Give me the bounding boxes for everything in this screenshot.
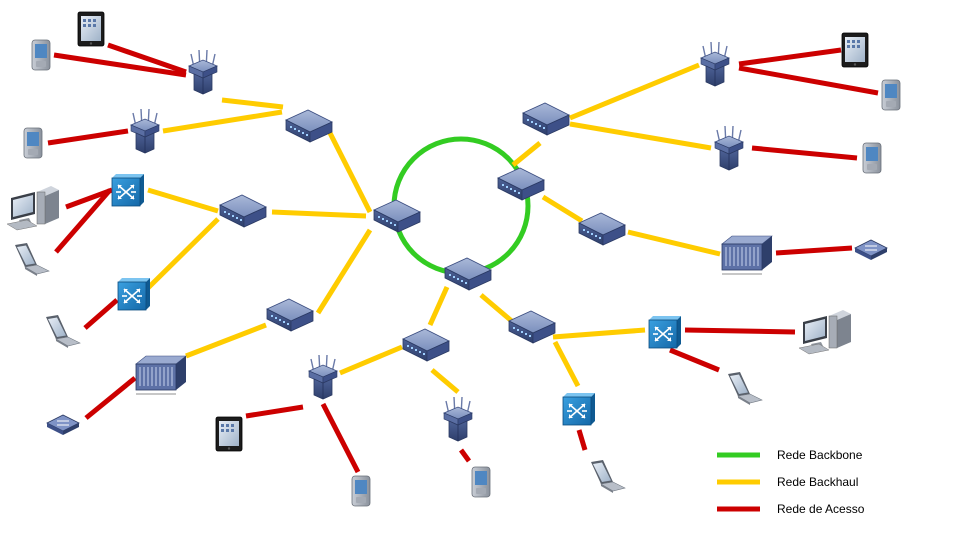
legend-label-backbone: Rede Backbone: [777, 448, 863, 462]
tablet-icon-tablet-1: [77, 11, 105, 47]
laptop-icon-laptop-1: [14, 242, 50, 277]
backhaul-link-agg-7-sw-4: [552, 340, 581, 388]
router-icon-agg-6: [402, 328, 450, 362]
access-link-ap-6-pda-6: [458, 448, 472, 463]
router-icon-agg-2: [219, 194, 267, 228]
access-point-icon-ap-1: [188, 49, 218, 95]
desktop-icon-desktop-1: [6, 185, 60, 231]
access-link-sw-2-laptop-2: [83, 298, 119, 330]
access-point-icon-ap-2: [130, 108, 160, 154]
backbone-ring: [391, 136, 531, 276]
backhaul-link-agg-1-ap-1: [221, 97, 284, 110]
backhaul-link-core-1-agg-1: [327, 131, 373, 214]
desktop-icon-desktop-2: [798, 309, 852, 355]
dslam-icon-dslam-1: [135, 355, 187, 395]
switch-icon-sw-4: [562, 392, 596, 426]
legend-label-backhaul: Rede Backhaul: [777, 475, 858, 489]
switch-icon-sw-2: [117, 277, 151, 311]
router-icon-agg-5: [578, 212, 626, 246]
router-icon-agg-7: [508, 310, 556, 344]
backhaul-link-core-1-agg-3: [315, 228, 373, 315]
tablet-icon-tablet-2: [215, 416, 243, 452]
switch-icon-sw-3: [648, 315, 682, 349]
backhaul-link-core-2-agg-4: [511, 141, 542, 167]
modem-icon-modem-2: [854, 239, 888, 261]
access-link-ap-1-tablet-1: [107, 42, 187, 75]
router-icon-core-2: [497, 167, 545, 201]
access-point-icon-ap-4: [714, 125, 744, 171]
access-link-ap-5-tablet-3: [245, 404, 304, 419]
tablet-icon-tablet-3: [841, 32, 869, 68]
access-link-ap-3-pda-3: [738, 65, 879, 96]
backhaul-link-agg-6-ap-5: [339, 344, 403, 376]
backhaul-link-core-3-agg-6: [427, 285, 450, 327]
access-point-icon-ap-3: [700, 41, 730, 87]
access-point-icon-ap-6: [443, 396, 473, 442]
dslam-icon-dslam-2: [721, 235, 773, 275]
backhaul-link-agg-2-sw-2: [146, 217, 220, 290]
laptop-icon-laptop-2: [45, 314, 81, 349]
access-link-ap-1-pda-1: [53, 52, 187, 78]
backhaul-link-agg-5-dslam-2: [627, 229, 721, 257]
pda-icon-pda-2: [23, 127, 43, 159]
laptop-icon-laptop-3: [727, 371, 763, 406]
backhaul-link-agg-7-sw-3: [552, 327, 646, 340]
laptop-icon-laptop-4: [590, 459, 626, 494]
router-icon-core-3: [444, 257, 492, 291]
pda-icon-pda-6: [862, 142, 882, 174]
modem-icon-modem-1: [46, 414, 80, 436]
access-link-sw-3-desktop-2: [684, 327, 796, 335]
access-link-sw-1-laptop-1: [54, 188, 112, 254]
access-link-sw-3-laptop-3: [669, 347, 720, 373]
access-point-icon-ap-5: [308, 354, 338, 400]
devices-layer: [6, 11, 901, 507]
pda-icon-pda-3: [351, 475, 371, 507]
backhaul-link-agg-2-sw-1: [147, 187, 219, 214]
legend-label-access: Rede de Acesso: [777, 502, 865, 516]
backhaul-link-agg-3-dslam-1: [185, 322, 267, 359]
backhaul-link-core-2-agg-5: [541, 194, 584, 224]
backhaul-link-agg-4-ap-3: [569, 62, 700, 121]
switch-icon-sw-1: [111, 173, 145, 207]
pda-icon-pda-1: [31, 39, 51, 71]
links-layer: [47, 42, 879, 474]
router-icon-agg-4: [522, 102, 570, 136]
backhaul-link-agg-1-ap-2: [162, 109, 283, 134]
access-link-ap-5-pda-5: [320, 402, 361, 474]
router-icon-agg-1: [285, 109, 333, 143]
router-icon-agg-3: [266, 298, 314, 332]
access-link-ap-3-tablet-2: [738, 47, 842, 67]
pda-icon-pda-5: [881, 79, 901, 111]
access-link-dslam-1-modem-1: [84, 376, 137, 420]
access-link-ap-2-pda-2: [47, 128, 129, 146]
backhaul-link-core-1-agg-2: [271, 209, 367, 219]
access-link-ap-4-pda-4: [751, 145, 858, 161]
backhaul-link-core-3-agg-7: [479, 293, 516, 325]
router-icon-core-1: [373, 199, 421, 233]
backhaul-link-agg-4-ap-4: [569, 121, 712, 151]
pda-icon-pda-4: [471, 466, 491, 498]
access-link-sw-4-laptop-4: [576, 429, 588, 451]
backhaul-link-agg-6-ap-6: [430, 368, 460, 394]
access-link-dslam-2-modem-2: [775, 245, 853, 256]
